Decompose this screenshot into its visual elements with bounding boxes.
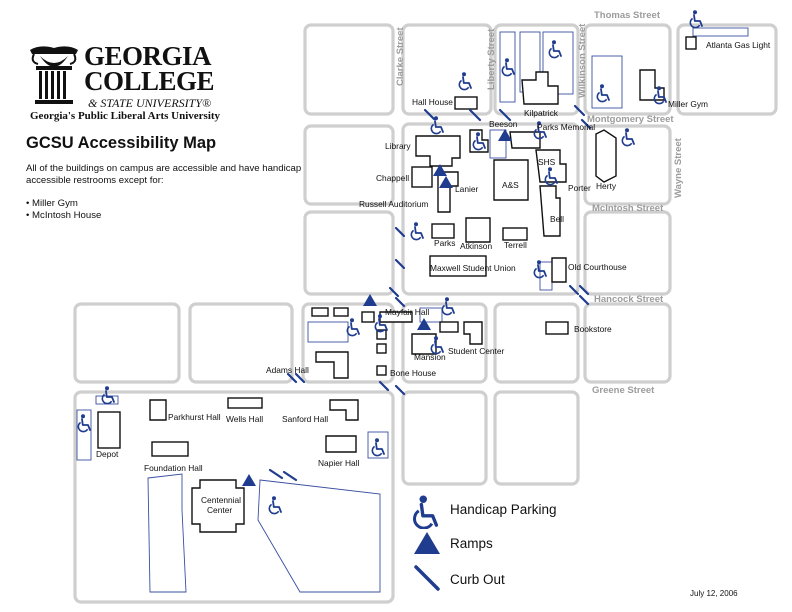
curb-out-line-icon bbox=[414, 565, 440, 591]
street-labels: Thomas Street Clarke Street Liberty Stre… bbox=[395, 10, 684, 396]
label-beeson: Beeson bbox=[489, 119, 518, 129]
street-thomas: Thomas Street bbox=[594, 10, 661, 21]
handicap-parking-icon bbox=[412, 495, 439, 529]
legend-ramps: Ramps bbox=[412, 531, 612, 561]
label-lanier: Lanier bbox=[455, 184, 478, 194]
label-sanford-hall: Sanford Hall bbox=[282, 414, 328, 424]
label-napier-hall: Napier Hall bbox=[318, 458, 360, 468]
logo-name-line1: GEORGIA bbox=[84, 41, 212, 71]
street-greene: Greene Street bbox=[592, 385, 655, 396]
label-library: Library bbox=[385, 141, 411, 151]
building-labels: Atlanta Gas Light Miller Gym Hall House … bbox=[96, 40, 771, 515]
exception-item: McIntosh House bbox=[26, 210, 101, 222]
label-shs: SHS bbox=[538, 157, 556, 167]
map-legend: Handicap Parking Ramps Curb Out bbox=[412, 495, 612, 595]
university-logo: GEORGIA COLLEGE & STATE UNIVERSITY® Geor… bbox=[26, 41, 220, 122]
street-clarke: Clarke Street bbox=[395, 27, 406, 86]
street-mcintosh: McIntosh Street bbox=[592, 203, 664, 214]
label-bookstore: Bookstore bbox=[574, 324, 612, 334]
label-herty: Herty bbox=[596, 181, 617, 191]
label-hall-house: Hall House bbox=[412, 97, 453, 107]
label-parks-memorial: Parks Memorial bbox=[537, 122, 595, 132]
street-montgomery: Montgomery Street bbox=[587, 114, 674, 125]
buildings bbox=[97, 36, 697, 533]
label-centennial: Centennial bbox=[201, 495, 241, 505]
label-wells-hall: Wells Hall bbox=[226, 414, 263, 424]
logo-tagline: Georgia's Public Liberal Arts University bbox=[30, 110, 221, 122]
street-hancock: Hancock Street bbox=[594, 294, 664, 305]
curb-outs bbox=[268, 104, 592, 482]
label-old-courthouse: Old Courthouse bbox=[568, 262, 627, 272]
label-adams-hall: Adams Hall bbox=[266, 365, 309, 375]
label-parks: Parks bbox=[434, 238, 455, 248]
column-capital-icon bbox=[30, 46, 78, 104]
label-mansion: Mansion bbox=[414, 352, 446, 362]
label-atlanta-gas-light: Atlanta Gas Light bbox=[706, 40, 771, 50]
label-miller-gym: Miller Gym bbox=[668, 99, 708, 109]
label-bell: Bell bbox=[550, 214, 564, 224]
label-foundation-hall: Foundation Hall bbox=[144, 463, 203, 473]
legend-curb-label: Curb Out bbox=[450, 572, 505, 587]
logo-name-line3: & STATE UNIVERSITY® bbox=[88, 96, 212, 110]
label-terrell: Terrell bbox=[504, 240, 527, 250]
label-kilpatrick: Kilpatrick bbox=[524, 108, 559, 118]
label-maxwell-student-union: Maxwell Student Union bbox=[430, 263, 516, 273]
label-russell-auditorium: Russell Auditorium bbox=[359, 199, 428, 209]
legend-ramps-label: Ramps bbox=[450, 536, 493, 551]
parking-lots bbox=[76, 27, 749, 593]
label-parkhurst-hall: Parkhurst Hall bbox=[168, 412, 221, 422]
exception-item: Miller Gym bbox=[26, 198, 101, 210]
ramps bbox=[242, 129, 512, 486]
label-bone-house: Bone House bbox=[390, 368, 436, 378]
label-porter: Porter bbox=[568, 183, 591, 193]
label-atkinson: Atkinson bbox=[460, 241, 492, 251]
label-chappell: Chappell bbox=[376, 173, 409, 183]
page-title: GCSU Accessibility Map bbox=[26, 134, 217, 152]
street-liberty: Liberty Street bbox=[486, 28, 497, 90]
map-date: July 12, 2006 bbox=[690, 589, 738, 598]
label-mayfair-hall: Mayfair Hall bbox=[385, 307, 429, 317]
label-depot: Depot bbox=[96, 449, 119, 459]
intro-text: All of the buildings on campus are acces… bbox=[26, 163, 302, 186]
legend-curb: Curb Out bbox=[412, 563, 612, 593]
label-as: A&S bbox=[502, 180, 519, 190]
street-wayne: Wayne Street bbox=[673, 137, 684, 198]
label-student-center: Student Center bbox=[448, 346, 505, 356]
logo-name-line2: COLLEGE bbox=[84, 66, 215, 96]
street-wilkinson: Wilkinson Street bbox=[577, 23, 588, 98]
ramp-triangle-icon bbox=[414, 532, 440, 554]
label-center: Center bbox=[207, 505, 232, 515]
legend-parking-label: Handicap Parking bbox=[450, 502, 557, 517]
legend-parking: Handicap Parking bbox=[412, 495, 612, 529]
exceptions-list: Miller Gym McIntosh House bbox=[26, 198, 101, 221]
city-blocks bbox=[73, 23, 778, 604]
